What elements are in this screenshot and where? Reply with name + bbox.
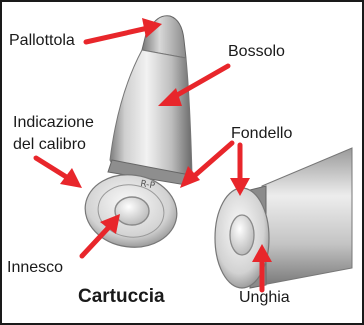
label-bullet: Pallottola [9, 31, 75, 50]
label-primer: Innesco [7, 258, 63, 277]
label-base: Fondello [231, 124, 292, 143]
label-caliber-line1: Indicazione [11, 113, 96, 132]
primer-cup-shape [115, 197, 149, 225]
case2-primer-shape [230, 215, 254, 255]
label-rim: Unghia [239, 288, 290, 307]
diagram-title: Cartuccia [78, 286, 165, 308]
label-caliber-line2: del calibro [11, 135, 88, 154]
label-case: Bossolo [228, 42, 285, 61]
